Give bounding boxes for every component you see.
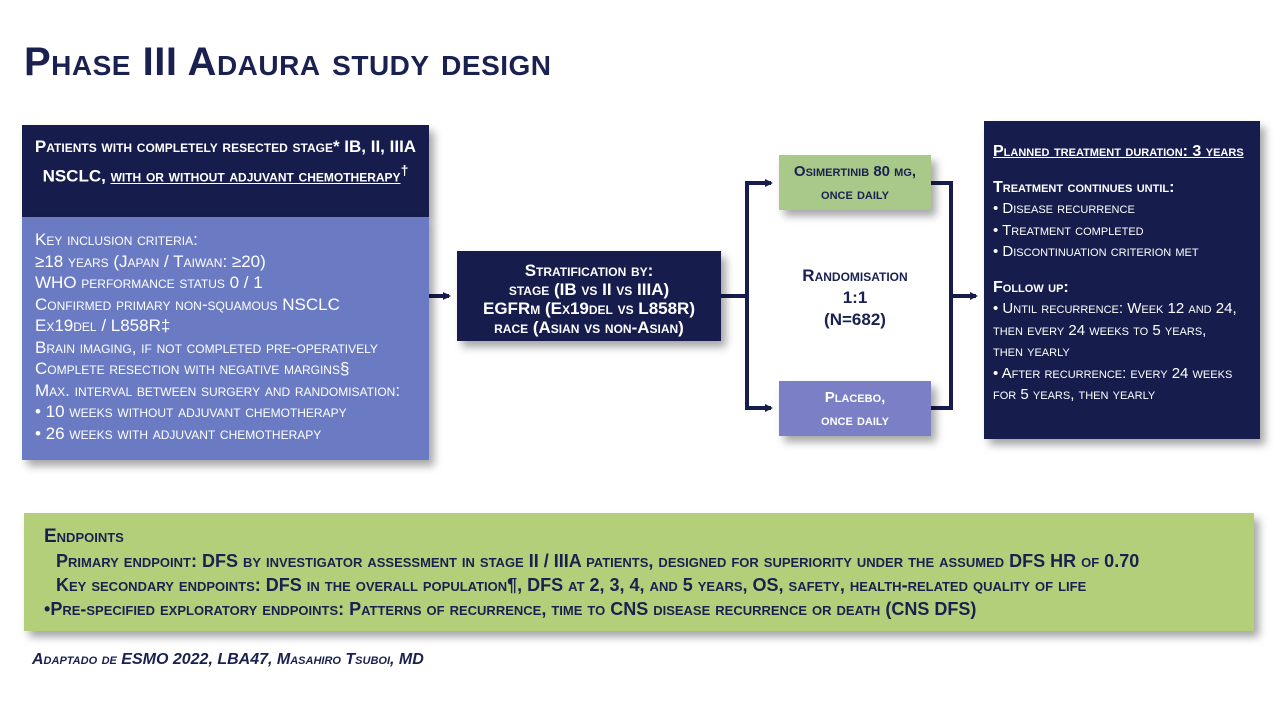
secondary-endpoint-text: DFS in the overall population¶, DFS at 2… — [260, 575, 1087, 595]
osimertinib-label: Osimertinib 80 mg, — [793, 163, 917, 180]
arrow-to-placebo — [745, 296, 773, 412]
exploratory-endpoint-label: Pre-specified exploratory endpoints: — [50, 599, 345, 619]
followup-item: then every 24 weeks to 5 years, — [993, 321, 1207, 339]
osimertinib-arm-box: Osimertinib 80 mg, once daily — [779, 155, 931, 210]
osimertinib-dose: once daily — [821, 186, 889, 203]
secondary-endpoint-label: Key secondary endpoints: — [56, 575, 261, 595]
criteria-item: Brain imaging, if not completed pre-oper… — [35, 337, 378, 357]
criteria-item: • 26 weeks with adjuvant chemotherapy — [35, 423, 322, 443]
patients-header-underlined: with or without adjuvant chemotherapy — [110, 166, 401, 186]
exploratory-endpoint-row: •Pre-specified exploratory endpoints: Pa… — [44, 597, 1254, 621]
followup-item: then yearly — [993, 343, 1070, 360]
criteria-item: WHO performance status 0 / 1 — [35, 273, 263, 292]
criteria-item: Max. interval between surgery and random… — [35, 380, 401, 400]
exploratory-endpoint-text: Patterns of recurrence, time to CNS dise… — [344, 599, 977, 619]
treatment-continues-title: Treatment continues until: — [993, 178, 1175, 196]
exploratory-bullet: • — [44, 599, 51, 619]
arrow-to-osimertinib — [745, 179, 773, 296]
treatment-continues-item: • Disease recurrence — [993, 200, 1135, 217]
stratification-box: Stratification by: stage (IB vs II vs II… — [457, 251, 721, 341]
criteria-item: Ex19del / L858R‡ — [35, 316, 171, 335]
patients-header-text: Patients with completely resected stage*… — [34, 137, 417, 186]
endpoints-title: Endpoints — [44, 526, 124, 547]
treatment-box: Planned treatment duration: 3 years Trea… — [984, 121, 1260, 439]
treatment-continues-item: • Discontinuation criterion met — [993, 243, 1199, 260]
endpoints-box: Endpoints Primary endpoint: DFS by inves… — [24, 513, 1254, 631]
placebo-label: Placebo, — [824, 389, 886, 406]
patients-header-box: Patients with completely resected stage*… — [22, 125, 429, 217]
line-placebo-out — [931, 296, 953, 410]
stratification-item: race (Asian vs non-Asian) — [494, 318, 684, 337]
placebo-arm-box: Placebo, once daily — [779, 381, 931, 436]
criteria-item: Key inclusion criteria: — [35, 230, 198, 249]
criteria-item: Complete resection with negative margins… — [35, 359, 350, 378]
randomisation-ratio: 1:1 — [842, 288, 868, 307]
followup-item: • Until recurrence: Week 12 and 24, — [993, 300, 1237, 317]
followup-title: Follow up: — [993, 278, 1069, 296]
citation: Adaptado de ESMO 2022, LBA47, Masahiro T… — [32, 651, 424, 668]
primary-endpoint-row: Primary endpoint: DFS by investigator as… — [44, 549, 1254, 573]
randomisation-label: Randomisation 1:1 (N=682) — [780, 265, 930, 331]
randomisation-title: Randomisation — [802, 266, 908, 285]
secondary-endpoint-row: Key secondary endpoints: DFS in the over… — [44, 573, 1254, 597]
stratification-title: Stratification by: — [524, 261, 654, 280]
criteria-item: Confirmed primary non-squamous NSCLC — [35, 294, 340, 314]
followup-item: for 5 years, then yearly — [993, 386, 1156, 403]
placebo-dose: once daily — [821, 412, 889, 429]
criteria-item: • 10 weeks without adjuvant chemotherapy — [35, 402, 347, 421]
stratification-item: EGFRm (Ex19del vs L858R) — [483, 299, 695, 318]
primary-endpoint-text: DFS by investigator assessment in stage … — [196, 551, 1140, 571]
page-title: Phase III Adaura study design — [24, 40, 552, 84]
line-osimertinib-out — [931, 181, 953, 296]
patients-header-dagger: † — [400, 163, 409, 179]
treatment-duration: Planned treatment duration: 3 years — [993, 143, 1244, 160]
inclusion-criteria-box: Key inclusion criteria: ≥18 years (Japan… — [22, 217, 429, 460]
treatment-continues-item: • Treatment completed — [993, 221, 1144, 239]
criteria-item: ≥18 years (Japan / Taiwan: ≥20) — [35, 251, 266, 271]
followup-item: • After recurrence: every 24 weeks — [993, 364, 1233, 382]
stratification-item: stage (IB vs II vs IIIA) — [508, 280, 670, 299]
randomisation-n: (N=682) — [824, 310, 886, 329]
primary-endpoint-label: Primary endpoint: — [56, 551, 197, 571]
